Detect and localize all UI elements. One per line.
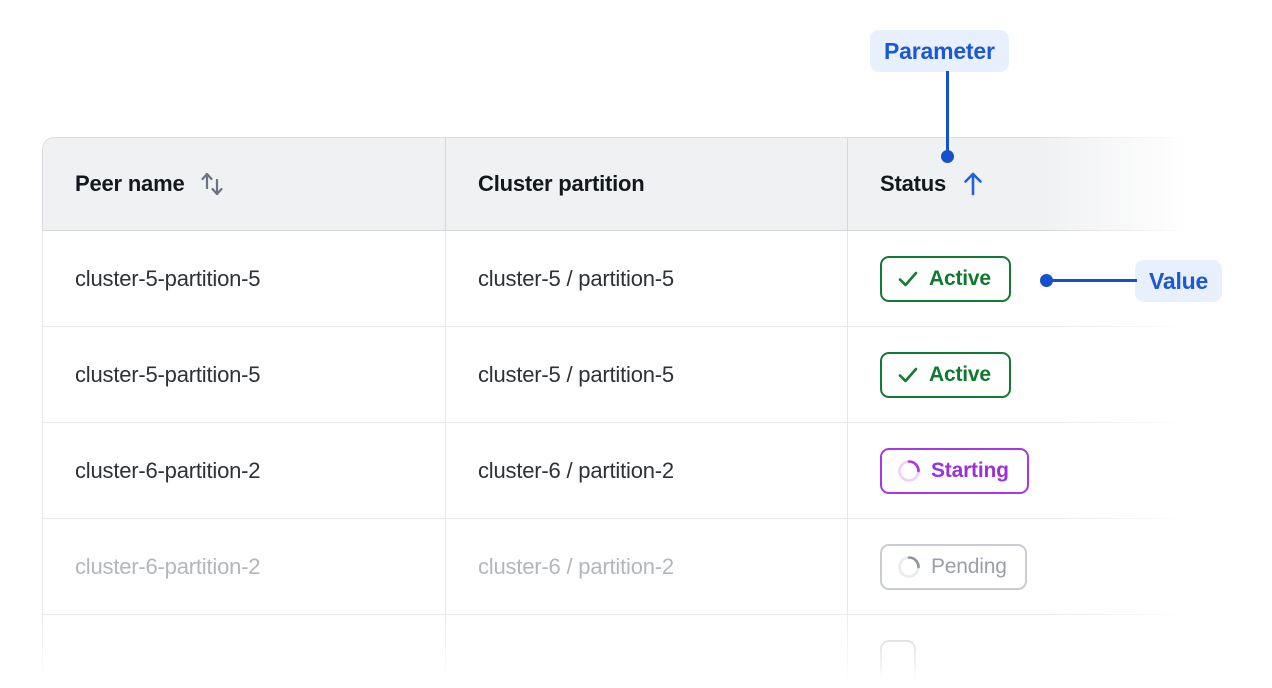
cell-peer-name: cluster-6-partition-2: [43, 423, 446, 518]
cell-status: Active: [848, 327, 1192, 422]
annotation-parameter-connector: [946, 71, 949, 157]
check-icon: [896, 267, 920, 291]
sort-both-icon[interactable]: [199, 170, 225, 198]
column-header-peer-name[interactable]: Peer name: [43, 138, 446, 230]
status-badge: Starting: [880, 447, 1029, 494]
table-row[interactable]: cluster-6-partition-2 cluster-6 / partit…: [42, 423, 1192, 519]
table-row[interactable]: cluster-6-partition-2 cluster-6 / partit…: [42, 519, 1192, 615]
cell-status: [848, 615, 1192, 688]
table-row[interactable]: cluster-5-partition-5 cluster-5 / partit…: [42, 231, 1192, 327]
peers-table: Peer name Cluster partiti: [42, 137, 1192, 688]
status-badge: Active: [880, 351, 1011, 398]
cell-peer-name: cluster-5-partition-5: [43, 327, 446, 422]
column-header-cluster-partition[interactable]: Cluster partition: [446, 138, 848, 230]
annotation-value-label: Value: [1135, 260, 1223, 302]
peers-table-container: Peer name Cluster partiti: [42, 137, 1192, 688]
status-badge-label: Active: [929, 266, 991, 290]
cell-status: Pending: [848, 519, 1192, 614]
table-row[interactable]: [42, 615, 1192, 688]
check-icon: [896, 363, 920, 387]
status-badge: Active: [880, 255, 1011, 302]
column-header-label: Peer name: [75, 171, 185, 196]
annotation-parameter-dot: [941, 150, 954, 163]
status-badge-label: Starting: [931, 458, 1009, 482]
cell-cluster-partition: cluster-6 / partition-2: [446, 423, 848, 518]
cell-peer-name: cluster-5-partition-5: [43, 231, 446, 326]
column-header-label: Status: [880, 171, 947, 196]
annotation-value-connector: [1049, 279, 1137, 282]
status-badge: [880, 639, 916, 686]
table-header-row: Peer name Cluster partiti: [42, 137, 1192, 231]
spinner-icon: [896, 554, 922, 580]
column-header-label: Cluster partition: [478, 171, 645, 196]
cell-cluster-partition: [446, 615, 848, 688]
cell-status: Starting: [848, 423, 1192, 518]
cell-peer-name: [43, 615, 446, 688]
column-header-status[interactable]: Status: [848, 138, 1192, 230]
table-row[interactable]: cluster-5-partition-5 cluster-5 / partit…: [42, 327, 1192, 423]
cell-cluster-partition: cluster-5 / partition-5: [446, 327, 848, 422]
status-badge: Pending: [880, 543, 1027, 590]
cell-cluster-partition: cluster-6 / partition-2: [446, 519, 848, 614]
status-badge-label: Active: [929, 362, 991, 386]
status-badge-label: Pending: [931, 554, 1007, 578]
annotation-value-dot: [1040, 274, 1053, 287]
cell-peer-name: cluster-6-partition-2: [43, 519, 446, 614]
spinner-icon: [896, 458, 922, 484]
annotation-parameter-label: Parameter: [870, 30, 1009, 72]
cell-cluster-partition: cluster-5 / partition-5: [446, 231, 848, 326]
cell-status: Active: [848, 231, 1192, 326]
arrow-up-icon[interactable]: [960, 169, 986, 199]
